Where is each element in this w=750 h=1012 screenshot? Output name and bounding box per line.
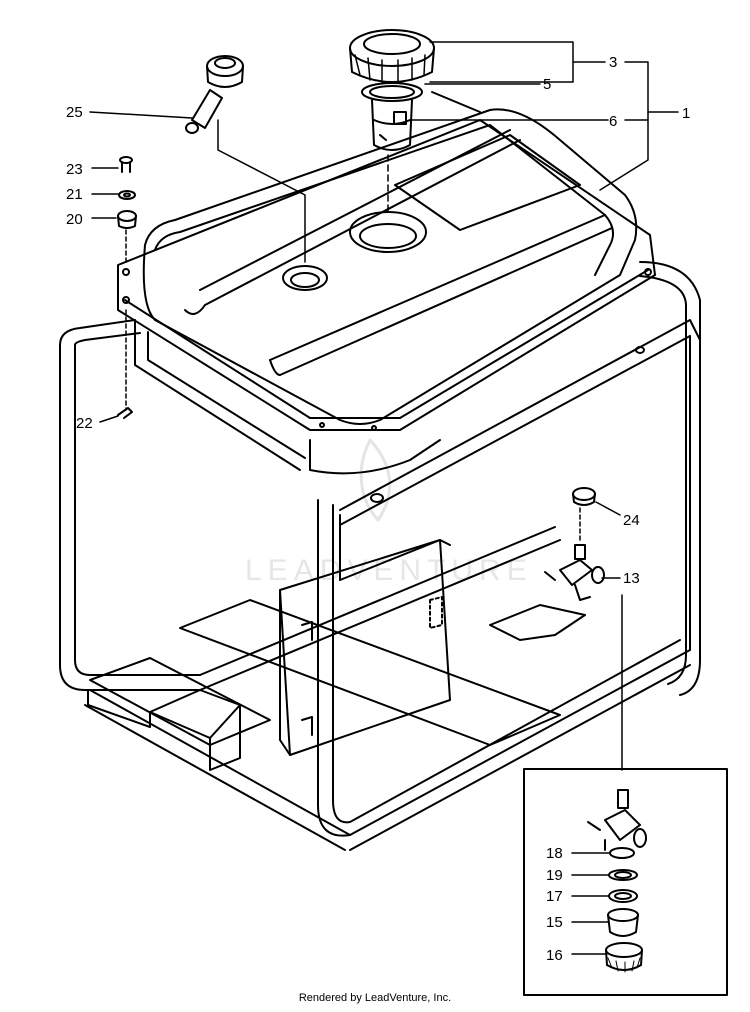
inset-detail-box [523,768,728,996]
generator-frame [59,261,701,851]
bolt-23 [119,156,133,173]
control-box [279,514,451,756]
callout-22: 22 [76,415,93,432]
callout-6: 6 [609,113,617,130]
callout-23: 23 [66,161,83,178]
grommet-20 [117,210,137,229]
fuel-gauge [185,55,244,134]
footer-credit: Rendered by LeadVenture, Inc. [298,992,452,1004]
callout-17: 17 [546,888,563,905]
callout-24: 24 [623,512,640,529]
callout-labels: 3 5 6 1 25 23 21 20 22 24 13 18 19 17 15… [66,54,690,964]
callout-21: 21 [66,186,83,203]
cap-gasket [361,82,423,102]
callout-19: 19 [546,867,563,884]
callout-5: 5 [543,76,551,93]
fuel-valve [544,544,605,601]
watermark: LEADVENTURE [245,438,533,587]
callout-1: 1 [682,105,690,122]
callout-25: 25 [66,104,83,121]
callout-20: 20 [66,211,83,228]
leader-lines [89,41,679,955]
callout-3: 3 [609,54,617,71]
deflector-plate [489,604,586,641]
fuel-strainer [371,91,481,151]
watermark-text: LEADVENTURE [245,554,533,587]
callout-18: 18 [546,845,563,862]
washer-21 [118,190,136,200]
grommet-24 [572,487,596,506]
fuel-cap [349,29,435,83]
callout-16: 16 [546,947,563,964]
callout-15: 15 [546,914,563,931]
clip-22 [117,407,133,419]
fuel-tank [117,108,656,475]
callout-13: 13 [623,570,640,587]
